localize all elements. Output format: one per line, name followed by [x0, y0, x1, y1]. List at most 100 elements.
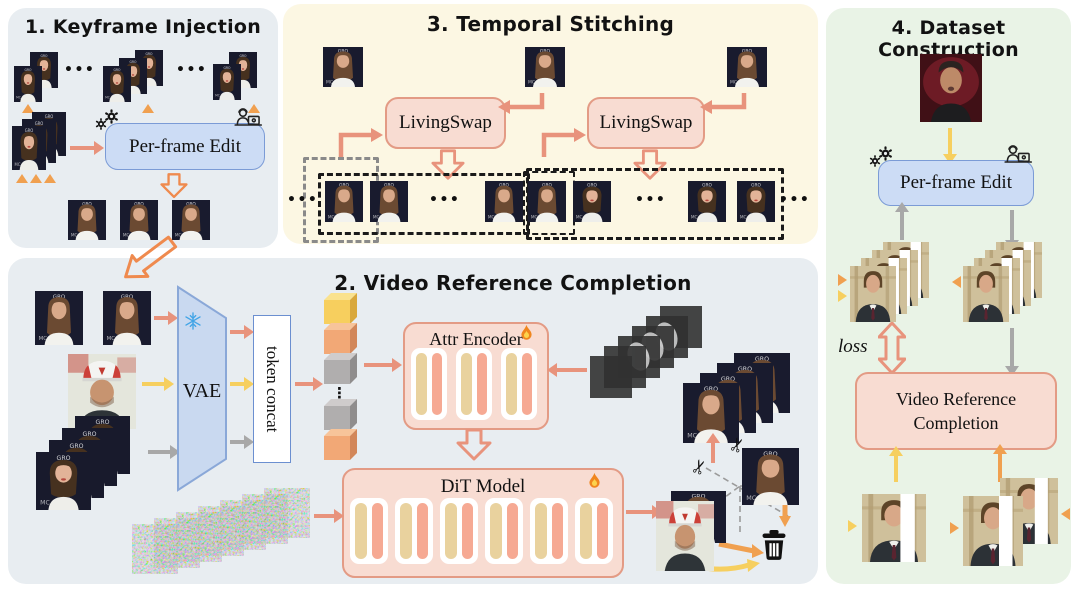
trash-icon: [760, 530, 788, 561]
edited-frame-stack: [963, 266, 1009, 322]
keyframe: [727, 47, 767, 87]
arrow-noise-to-dit: [314, 509, 344, 523]
fire-icon: [586, 472, 603, 489]
latent-cube: [324, 300, 350, 324]
keyframe-marker: [22, 104, 34, 113]
vrc-label: Video Reference Completion: [895, 388, 1017, 433]
annotator-icon: [234, 107, 263, 127]
noise-frame: [132, 524, 178, 574]
dit-bar: [506, 503, 518, 559]
dit-bar: [461, 503, 473, 559]
arrow-edit-to-frames: [1005, 210, 1019, 250]
arrow-vae-to-token: [230, 325, 254, 339]
arrow-frames-to-edit: [895, 202, 909, 240]
encoder-bar: [416, 353, 427, 415]
ellipsis: •••: [429, 192, 461, 208]
latent-cube: [324, 360, 350, 384]
vrc-box: Video Reference Completion: [855, 372, 1057, 450]
hollow-double-arrow: [878, 322, 906, 374]
arrow-vae-to-token: [230, 377, 254, 391]
arrow-keyframes-to-vae: [154, 311, 178, 325]
gear-icon: [95, 118, 107, 130]
dit-model-label: DiT Model: [440, 476, 526, 497]
vertical-ellipsis: ⋮: [332, 384, 347, 402]
hollow-down-arrow: [160, 172, 188, 200]
dit-bar: [416, 503, 428, 559]
panel-video-reference-completion: 2. Video Reference Completion VAE token …: [8, 258, 818, 584]
edited-keyframe: [120, 200, 158, 240]
per-frame-edit-label: Per-frame Edit: [900, 172, 1012, 193]
arrow-masked-pair-to-vrc: [993, 444, 1007, 482]
arrow-edited-to-vrc: [1005, 328, 1019, 376]
arrow-latents-to-attr: [364, 358, 402, 372]
dit-bar: [371, 503, 383, 559]
livingswap-box-1: LivingSwap: [385, 97, 506, 149]
dit-block: [440, 498, 478, 564]
frame-marker: [1061, 508, 1070, 520]
dit-bar: [490, 503, 502, 559]
vae-encoder: [177, 285, 227, 492]
arrow-output-to-keyframes: [706, 433, 720, 463]
video-frame: [14, 66, 42, 102]
loss-label: loss: [838, 336, 868, 357]
dit-block: [530, 498, 568, 564]
frame-marker: [952, 276, 961, 288]
panel2-title: 2. Video Reference Completion: [334, 271, 692, 295]
latent-cube: [324, 406, 350, 430]
dit-bar: [445, 503, 457, 559]
timeline-frame: [573, 181, 611, 222]
snowflake-icon: [184, 312, 202, 330]
clip2-dashed-box: [526, 168, 784, 240]
dit-block: [575, 498, 613, 564]
per-frame-edit-box: Per-frame Edit: [878, 160, 1034, 206]
encoder-bar: [461, 353, 472, 415]
arrow-frames-to-vae: [148, 445, 180, 459]
arrow-vae-to-token: [230, 435, 254, 449]
encoder-block: [411, 348, 447, 420]
encoder-block: [456, 348, 492, 420]
edited-keyframe: [35, 291, 83, 345]
encoder-bar: [506, 353, 517, 415]
edited-keyframe: [103, 291, 151, 345]
per-frame-edit-label: Per-frame Edit: [129, 135, 241, 157]
panel1-title: 1. Keyframe Injection: [24, 16, 262, 38]
timeline-frame: [688, 181, 726, 222]
arrow-source-to-edit: [943, 128, 957, 164]
frame-marker: [838, 290, 847, 302]
timeline-frame: [737, 181, 775, 222]
dit-bar: [400, 503, 412, 559]
livingswap-label: LivingSwap: [399, 112, 492, 133]
token-concat-box: token concat: [253, 315, 291, 463]
frame-marker: [950, 522, 959, 534]
hollow-down-arrow: [456, 429, 492, 461]
keyframe-marker: [142, 104, 154, 113]
ellipsis: •••: [64, 62, 96, 78]
keyframe-marker: [248, 104, 260, 113]
panel-dataset-construction: 4. Dataset Construction Per-frame Edit l…: [826, 8, 1071, 584]
latent-cube: [324, 436, 350, 460]
encoder-bar: [521, 353, 532, 415]
timeline-frame: [370, 181, 408, 222]
generated-frame-front: [656, 501, 714, 571]
keyframe-marker: [30, 174, 42, 183]
token-concat-label: token concat: [263, 345, 282, 433]
vae-label: VAE: [182, 380, 222, 402]
per-frame-edit-box: Per-frame Edit: [105, 123, 265, 170]
masked-input-frame: [963, 496, 1023, 566]
ellipsis: •••: [779, 192, 811, 208]
timeline-frame-overlap: [528, 181, 566, 222]
video-frame: [103, 66, 131, 102]
elbow-arrow-keyframe-to-livingswap1: [498, 93, 545, 114]
dit-bar: [535, 503, 547, 559]
livingswap-label: LivingSwap: [599, 112, 693, 133]
mask-frame: [590, 356, 632, 398]
dit-bar: [596, 503, 608, 559]
panel-keyframe-injection: 1. Keyframe Injection ••• ••• Per-frame …: [8, 8, 278, 248]
edited-keyframe: [172, 200, 210, 240]
hollow-diagonal-arrow: [124, 235, 178, 279]
dit-bar: [580, 503, 592, 559]
arrow-masked-to-vrc: [889, 446, 903, 482]
timeline-frame: [325, 181, 363, 222]
encoder-bar: [431, 353, 442, 415]
